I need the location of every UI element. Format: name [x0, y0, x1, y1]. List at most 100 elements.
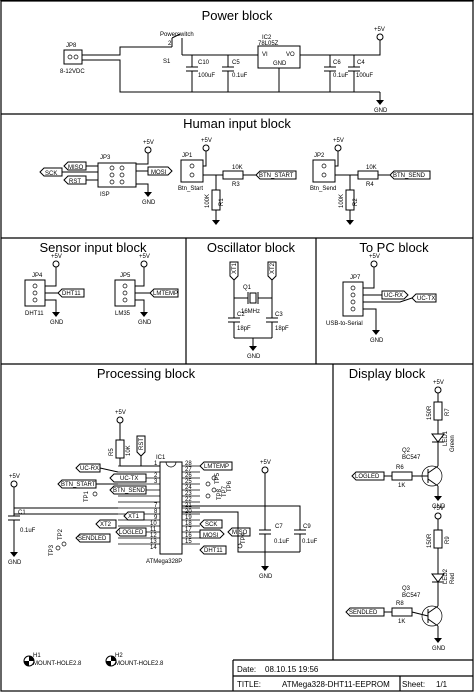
net-btn-start-proc: BTN_START [57, 479, 118, 489]
capacitor-c1: C1 0.1uF [8, 508, 36, 552]
ic1-pin-numbers: 1 2 3 7 8 9 10 11 12 13 14 28 27 26 25 2… [150, 461, 192, 551]
c1-value: 0.1uF [20, 528, 36, 534]
net-uc-rx-pc-text: UC-RX [384, 293, 403, 299]
titleblock-date-label: Date: [237, 665, 256, 674]
pin-23: 23 [185, 491, 192, 497]
ic1-label: IC1 [156, 455, 166, 461]
vcc-jp2-label: +5V [333, 138, 344, 144]
net-miso-proc: MISO [227, 527, 251, 537]
button-start-jp1: JP1 Btn_Start [178, 153, 204, 192]
net-xt2-osc-text: XT2 [270, 262, 276, 274]
net-uc-rx-proc: UC-RX [75, 463, 119, 473]
pin-24: 24 [185, 485, 192, 491]
jp1-caption: Btn_Start [178, 186, 203, 192]
net-sck-proc: SCK [199, 519, 223, 529]
capacitor-c6: C6 0.1uF [324, 55, 349, 92]
vcc-r7: +5V [433, 380, 444, 402]
resistor-r1: 100K R1 [205, 175, 225, 225]
gnd-osc-label: GND [247, 354, 261, 360]
net-mosi-proc-text: MOSI [203, 533, 219, 539]
net-btn-send-text: BTN_SEND [393, 173, 426, 179]
vcc-jp7-label: +5V [369, 254, 380, 260]
vcc-c1: +5V [9, 474, 118, 509]
net-mosi-proc: MOSI [199, 529, 225, 539]
h2-label: H2 [115, 653, 123, 659]
gnd-osc: GND [234, 337, 272, 360]
resistor-r7: 150R R7 [427, 401, 451, 434]
jp5-caption: LM35 [115, 311, 131, 317]
net-rst-human: RST [63, 175, 98, 185]
pin-8: 8 [154, 509, 158, 515]
vcc-jp5: +5V [135, 254, 150, 287]
r9-label: R9 [445, 536, 451, 544]
net-xt1-osc: XT1 [229, 261, 239, 298]
jp8-label: JP8 [66, 43, 77, 49]
vcc-jp1: +5V [201, 138, 212, 167]
pin-18: 18 [185, 521, 192, 527]
net-btn-send-proc: BTN_SEND [109, 485, 147, 495]
net-sck-proc-text: SCK [205, 522, 217, 528]
c5-value: 0.1uF [232, 73, 248, 79]
pin-7: 7 [154, 503, 158, 509]
led1-label: LED1 [443, 430, 449, 446]
ic1-pins-right [182, 465, 200, 545]
net-lmtemp-proc: LMTEMP [199, 461, 233, 471]
c10-label: C10 [198, 60, 210, 66]
net-btn-start-proc-text: BTN_START [61, 482, 96, 488]
power-switch-s1: Powerswitch S1 2 [160, 32, 194, 65]
titleblock-sheet-label: Sheet: [402, 680, 425, 689]
pin-16: 16 [185, 533, 192, 539]
vcc-c7-label: +5V [260, 460, 271, 466]
c4-label: C4 [357, 60, 365, 66]
net-logled-proc: LOGLED [115, 527, 147, 537]
r6-value: 1K [398, 483, 405, 489]
jp8-voltage: 8-12VDC [60, 69, 85, 75]
vcc-power-label: +5V [374, 27, 385, 33]
ic2-label: IC2 [262, 35, 272, 41]
h1-label: H1 [33, 653, 41, 659]
mcu-ic1: IC1 ATMega328P [146, 455, 183, 565]
tp3-label: TP3 [49, 544, 55, 556]
jp4-caption: DHT11 [25, 311, 44, 317]
capacitor-c7: C7 0.1uF [259, 506, 290, 566]
pin-1: 1 [154, 461, 158, 467]
r6-label: R6 [396, 465, 404, 471]
serial-header-jp7: JP7 USB-to-Serial [326, 275, 364, 327]
sensor-dht11-jp4: JP4 DHT11 [24, 273, 46, 317]
ic2-gnd: GND [273, 61, 287, 67]
pin-11: 11 [150, 527, 157, 533]
pin-22: 22 [185, 497, 192, 503]
net-btn-start-text: BTN_START [259, 173, 294, 179]
c10-value: 100uF [198, 73, 215, 79]
capacitor-c2: C2 18pF [228, 298, 251, 338]
title-oscillator-block: Oscillator block [207, 240, 296, 255]
testpoints-right: TP5 TP6 TP7 TP8 [205, 472, 233, 500]
net-sck-text: SCK [45, 171, 57, 177]
capacitor-c10: C10 100uF [186, 55, 215, 92]
net-rst-proc: RST [136, 435, 146, 466]
c2-label: C2 [237, 312, 245, 318]
q3-label: Q3 [402, 586, 411, 592]
h2-type: MOUNT-HOLE2.8 [115, 661, 164, 667]
mount-hole-h2: H2 MOUNT-HOLE2.8 [105, 653, 164, 667]
r4-label: R4 [366, 182, 374, 188]
net-lmtemp-proc-text: LMTEMP [204, 464, 229, 470]
r5-value: 10K [126, 445, 132, 456]
vcc-isp: +5V [136, 140, 154, 165]
tp5-label: TP5 [215, 472, 221, 484]
net-uc-tx-pc: UC-TX [363, 293, 437, 303]
net-mosi-human: MOSI [136, 166, 173, 176]
pin-26: 26 [185, 473, 192, 479]
pin-25: 25 [185, 479, 192, 485]
r9-value: 150R [427, 533, 433, 548]
r1-label: R1 [219, 198, 225, 206]
net-miso-text: MISO [68, 165, 84, 171]
net-mosi-text: MOSI [151, 170, 167, 176]
vcc-r5: +5V [115, 410, 126, 440]
c9-value: 0.1uF [302, 539, 318, 545]
tp7-label: TP7 [222, 485, 228, 497]
net-dht11-sensor-text: DHT11 [62, 291, 81, 297]
gnd-q3: GND [432, 638, 446, 652]
net-lmtemp-sensor-text: LMTEMP [153, 291, 178, 297]
